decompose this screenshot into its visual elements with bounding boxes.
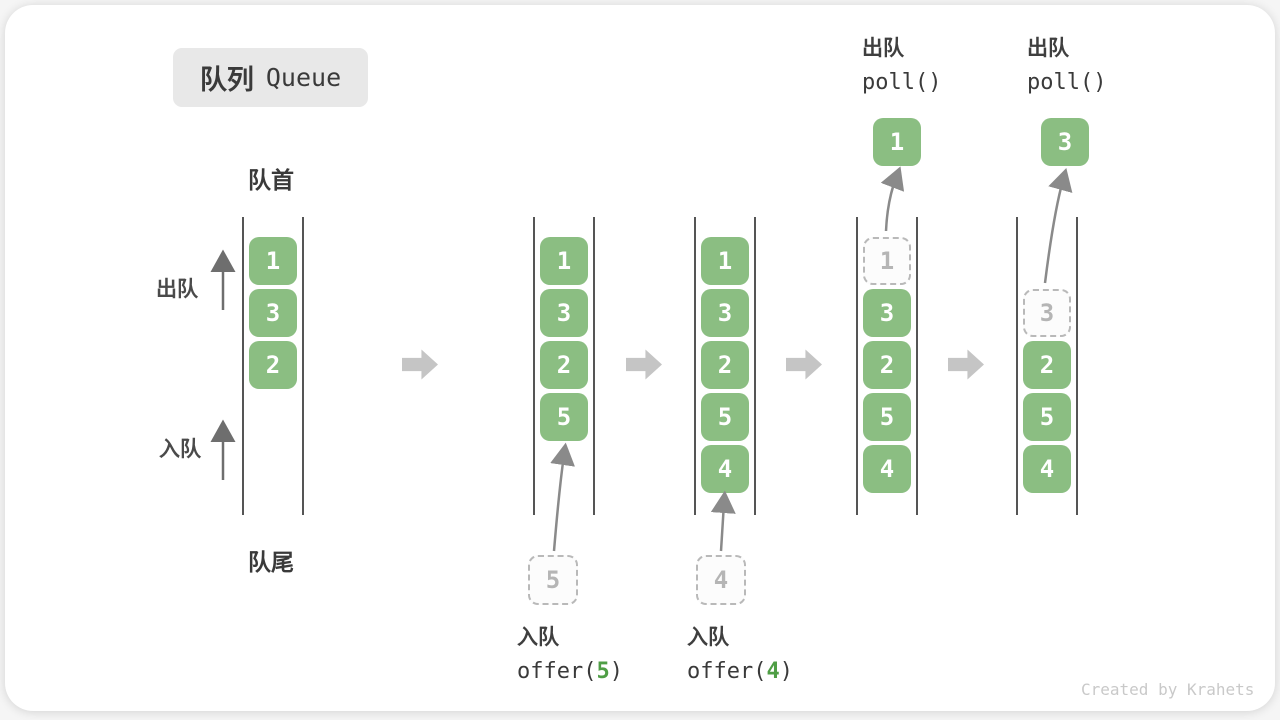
queue-item-box: 3 [701,289,749,337]
queue-item-box: 2 [863,341,911,389]
queue-item-box: 3 [540,289,588,337]
dequeue-direction-arrow-icon [210,249,236,310]
enqueue-arrow-icon [710,490,736,552]
queue-item-box: 2 [540,341,588,389]
queue-item-box: 4 [863,445,911,493]
title-en: Queue [265,63,342,92]
enqueue-direction-label: 入队 [159,438,201,461]
enqueue-op-zh: 入队 [517,626,559,649]
queue-column: 1 3 2 5 [533,217,595,515]
dequeue-arrow-icon [1043,167,1073,284]
flow-arrow-icon [786,349,822,380]
dequeue-operation-label: 出队 poll() [862,38,941,94]
footer-credit: Created by Krahets [1081,680,1255,699]
queue-column: 3 2 5 4 [1016,217,1078,515]
enqueue-op-code: offer(5) [517,659,623,684]
dequeue-operation-label: 出队 poll() [1027,38,1106,94]
dequeue-op-zh: 出队 [862,37,904,60]
queue-item-box: 5 [540,393,588,441]
dequeued-item-box: 3 [1041,118,1089,166]
queue-column: 1 3 2 5 4 [694,217,756,515]
title-badge: 队列 Queue [173,48,368,107]
enqueue-direction-arrow-icon [210,419,236,480]
queue-rear-label: 队尾 [248,549,294,575]
enqueue-arrow-icon [550,442,575,552]
queue-item-box: 4 [1023,445,1071,493]
enqueue-operation-label: 入队 offer(5) [517,627,623,683]
dequeue-direction-label: 出队 [156,278,198,301]
queue-item-box: 5 [863,393,911,441]
queue-item-box: 3 [863,289,911,337]
queue-item-box: 3 [249,289,297,337]
dequeue-op-code: poll() [1027,70,1107,95]
enqueue-operation-label: 入队 offer(4) [687,627,793,683]
enqueue-op-code: offer(4) [687,659,793,684]
queue-column: 1 3 2 5 4 [856,217,918,515]
diagram-canvas: 队列 Queue 队首 队尾 出队 入队 1 3 2 1 3 2 5 1 3 2… [5,5,1275,711]
staged-item-box: 5 [528,555,578,605]
dequeued-item-box: 1 [873,118,921,166]
queue-front-label: 队首 [248,167,294,193]
staged-item-box: 4 [696,555,746,605]
queue-item-box: 2 [701,341,749,389]
title-zh: 队列 [199,65,254,95]
ghost-item-box: 3 [1023,289,1071,337]
queue-item-box: 5 [1023,393,1071,441]
queue-item-box: 2 [1023,341,1071,389]
enqueue-op-zh: 入队 [687,626,729,649]
flow-arrow-icon [948,349,984,380]
dequeue-op-zh: 出队 [1027,37,1069,60]
flow-arrow-icon [402,349,438,380]
queue-item-box: 2 [249,341,297,389]
dequeue-op-code: poll() [862,70,942,95]
queue-item-box: 1 [249,237,297,285]
ghost-item-box: 1 [863,237,911,285]
queue-item-box: 1 [540,237,588,285]
flow-arrow-icon [626,349,662,380]
queue-item-box: 5 [701,393,749,441]
queue-column: 1 3 2 [242,217,304,515]
dequeue-arrow-icon [880,166,905,232]
queue-item-box: 1 [701,237,749,285]
queue-item-box: 4 [701,445,749,493]
